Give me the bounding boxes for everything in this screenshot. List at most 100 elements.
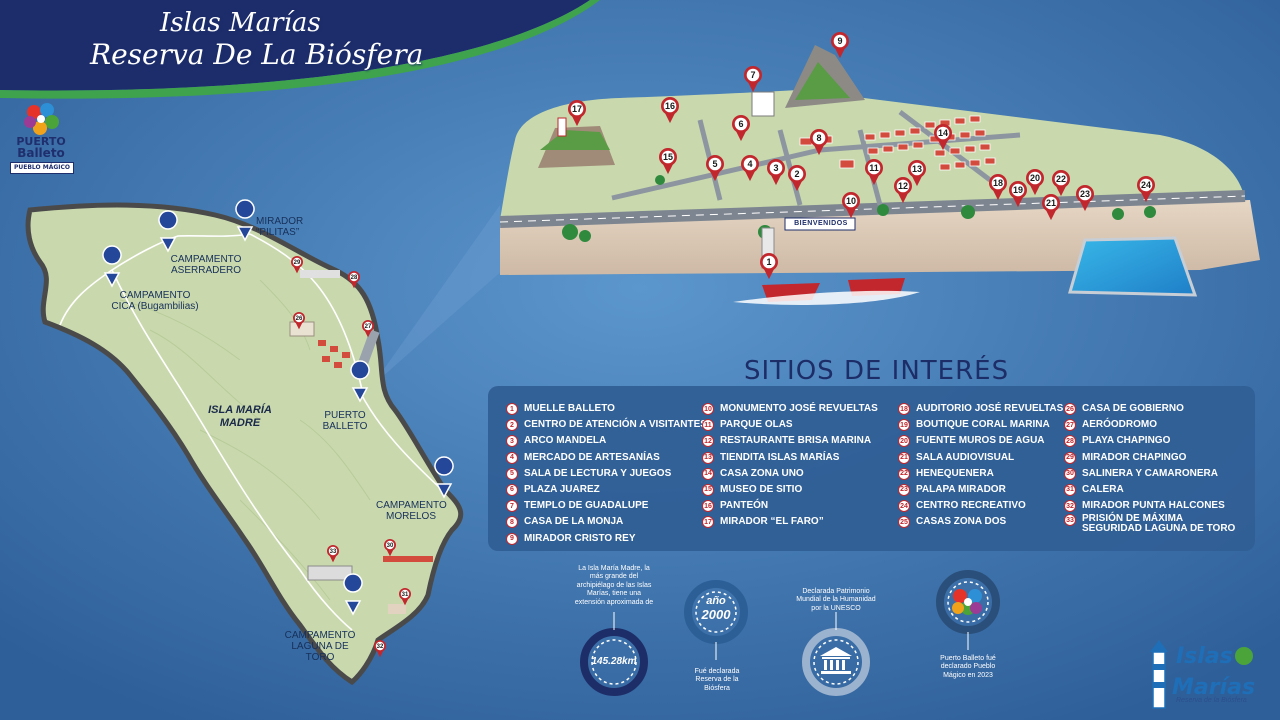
- brand-line3: Reserva de la Biósfera: [1176, 697, 1247, 704]
- sitio-number-badge: 27: [1064, 419, 1076, 432]
- map-pin-14: 14: [934, 124, 952, 151]
- sitio-name: AERÓODROMO: [1082, 419, 1157, 431]
- sitio-name: MIRADOR “EL FARO”: [720, 516, 824, 528]
- sitio-item: 20 FUENTE MUROS DE AGUA: [898, 433, 1063, 449]
- sitio-name: TEMPLO DE GUADALUPE: [524, 500, 649, 512]
- sitio-number-badge: 9: [506, 532, 518, 545]
- sitio-number-badge: 3: [506, 435, 518, 448]
- island-buildings: [289, 270, 433, 614]
- sitio-number-badge: 24: [898, 500, 910, 513]
- sitio-name: BOUTIQUE CORAL MARINA: [916, 419, 1050, 431]
- sitio-item: 27 AERÓODROMO: [1064, 417, 1242, 433]
- svg-text:30: 30: [387, 543, 394, 549]
- unesco-text: Declarada Patrimonio Mundial de la Human…: [796, 588, 876, 612]
- svg-text:12: 12: [898, 181, 908, 191]
- map-pin-21: 21: [1042, 194, 1060, 221]
- map-pin-16: 16: [661, 97, 679, 124]
- sitio-number-badge: 20: [898, 435, 910, 448]
- map-pin-11: 11: [865, 159, 883, 186]
- map-pin-12: 12: [894, 177, 912, 204]
- svg-text:14: 14: [938, 128, 948, 138]
- map-pin-1: 1: [760, 253, 778, 280]
- map-pin-2: 2: [788, 165, 806, 192]
- sitio-number-badge: 1: [506, 403, 518, 415]
- header-title-line2: Reserva De La Biósfera: [90, 38, 424, 71]
- sitio-name: CENTRO DE ATENCIÓN A VISITANTES: [524, 419, 707, 431]
- sitio-item: 12 RESTAURANTE BRISA MARINA: [702, 433, 878, 449]
- sitio-number-badge: 33: [1064, 514, 1076, 527]
- map-pin-3: 3: [767, 159, 785, 186]
- svg-text:6: 6: [738, 119, 743, 129]
- svg-text:21: 21: [1046, 198, 1056, 208]
- map-pin-7: 7: [744, 66, 762, 93]
- sitio-number-badge: 11: [702, 419, 714, 432]
- sitio-name: RESTAURANTE BRISA MARINA: [720, 435, 872, 447]
- sitio-name: PARQUE OLAS: [720, 419, 793, 431]
- sitio-number-badge: 12: [702, 435, 714, 448]
- sitio-name: CASA DE LA MONJA: [524, 516, 624, 528]
- sitios-panel: [488, 386, 1255, 551]
- map-pin-28: 28: [348, 271, 360, 289]
- svg-text:5: 5: [712, 159, 717, 169]
- sitio-name: TIENDITA ISLAS MARÍAS: [720, 451, 840, 463]
- area-value: 145.28km: [591, 656, 637, 667]
- svg-text:19: 19: [1013, 185, 1023, 195]
- year-text: Fué declarada Reserva de la Biósfera: [694, 668, 740, 692]
- sitio-number-badge: 10: [702, 403, 714, 415]
- sitio-number-badge: 17: [702, 516, 714, 529]
- sitio-number-badge: 26: [1064, 403, 1076, 415]
- logo-line2: Balleto: [17, 146, 65, 160]
- pueblo-magico-flower-icon: [952, 589, 982, 615]
- svg-text:4: 4: [747, 159, 752, 169]
- logo-line1: PUERTO: [16, 135, 66, 148]
- map-pin-18: 18: [989, 174, 1007, 201]
- puerto-balleto-logo-icon: [24, 103, 59, 135]
- svg-text:24: 24: [1141, 180, 1151, 190]
- sitio-name: FUENTE MUROS DE AGUA: [916, 435, 1045, 447]
- sitio-item: 3 ARCO MANDELA: [506, 433, 707, 449]
- sitio-name: CALERA: [1082, 483, 1124, 495]
- map-pin-24: 24: [1137, 176, 1155, 203]
- lighthouse-icon: [1150, 640, 1253, 709]
- sitio-number-badge: 14: [702, 467, 714, 480]
- svg-text:16: 16: [665, 101, 675, 111]
- map-pin-17: 17: [568, 100, 586, 127]
- pueblo-magico-text: Puerto Balleto fué declarado Pueblo Mági…: [940, 655, 996, 679]
- sitio-name: MUSEO DE SITIO: [720, 483, 803, 495]
- map-pin-9: 9: [831, 32, 849, 59]
- svg-text:17: 17: [572, 104, 582, 114]
- sitio-name: CASA ZONA UNO: [720, 467, 804, 479]
- map-pin-32: 32: [374, 640, 386, 658]
- sitio-name: CASA DE GOBIERNO: [1082, 403, 1184, 414]
- map-pin-19: 19: [1009, 181, 1027, 208]
- svg-text:2: 2: [794, 169, 799, 179]
- sitio-number-badge: 31: [1064, 483, 1076, 496]
- svg-text:10: 10: [846, 196, 856, 206]
- svg-text:32: 32: [377, 644, 384, 650]
- map-pin-5: 5: [706, 155, 724, 182]
- sitio-name: ARCO MANDELA: [524, 435, 607, 447]
- label-mirador-pilitas: MIRADOR“PILITAS”: [256, 216, 304, 238]
- svg-text:33: 33: [330, 549, 337, 555]
- svg-text:22: 22: [1056, 174, 1066, 184]
- svg-text:28: 28: [351, 275, 358, 281]
- sitio-number-badge: 22: [898, 467, 910, 480]
- bienvenidos-sign: BIENVENIDOS: [794, 220, 848, 227]
- map-pin-10: 10: [842, 192, 860, 219]
- island-name-label: ISLA MARÍA MADRE: [208, 404, 272, 429]
- sitio-name: PLAZA JUAREZ: [524, 483, 600, 495]
- logo-line3: PUEBLO MÁGICO: [10, 162, 74, 174]
